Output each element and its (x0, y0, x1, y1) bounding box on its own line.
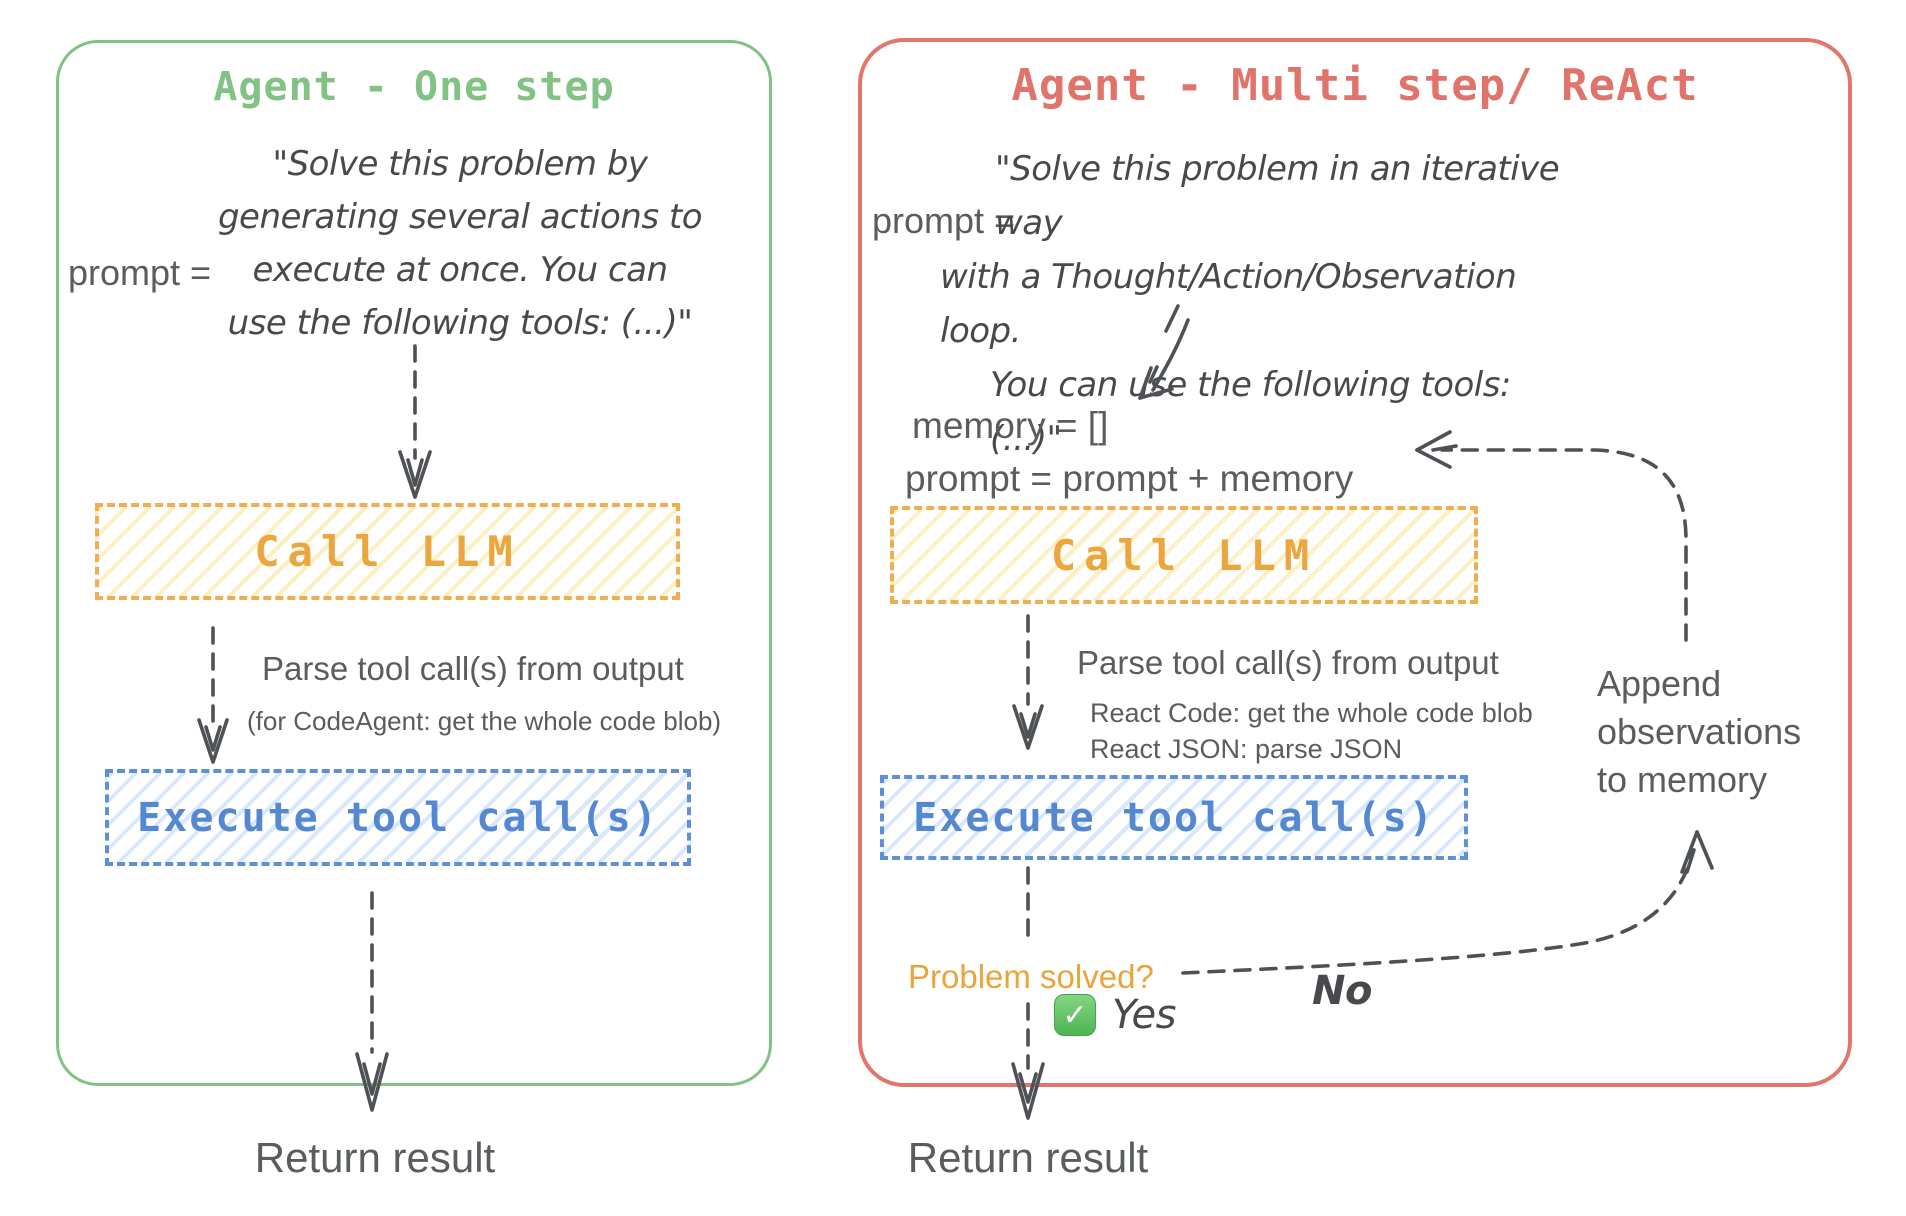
one-step-prompt-text: "Solve this problem by generating severa… (180, 138, 740, 350)
multi-step-call-llm-box: Call LLM (890, 506, 1478, 604)
one-step-prompt-label: prompt = (68, 252, 212, 293)
prompt-line: use the following tools: (...)" (227, 303, 693, 343)
append-line: to memory (1597, 759, 1768, 800)
one-step-parse-title: Parse tool call(s) from output (262, 650, 684, 687)
append-line: observations (1597, 711, 1802, 752)
prompt-update-text: prompt = prompt + memory (905, 458, 1354, 499)
one-step-execute-box: Execute tool call(s) (105, 769, 691, 866)
multi-step-return-label: Return result (907, 1134, 1149, 1181)
multi-step-prompt-label: prompt = (872, 200, 1016, 241)
one-step-call-llm-box: Call LLM (95, 503, 680, 600)
multi-step-title: Agent - Multi step/ ReAct (1011, 60, 1699, 111)
append-observations-text: Append observations to memory (1597, 660, 1801, 804)
yes-branch: ✓ Yes (1054, 992, 1177, 1038)
prompt-line: "Solve this problem by (272, 144, 648, 184)
yes-label: Yes (1112, 992, 1177, 1038)
one-step-return-label: Return result (254, 1134, 496, 1181)
execute-label: Execute tool call(s) (137, 794, 659, 841)
execute-label: Execute tool call(s) (913, 794, 1435, 841)
prompt-line: generating several actions to (217, 197, 703, 237)
multi-step-execute-box: Execute tool call(s) (880, 775, 1468, 860)
one-step-parse-note: (for CodeAgent: get the whole code blob) (247, 706, 722, 736)
prompt-line: You can use the following tools: (...)" (990, 365, 1511, 459)
prompt-line: with a Thought/Action/Observation loop. (940, 257, 1517, 351)
react-json-note: React JSON: parse JSON (1090, 734, 1403, 764)
problem-solved-label: Problem solved? (908, 958, 1154, 995)
multi-step-parse-title: Parse tool call(s) from output (1077, 644, 1499, 681)
prompt-line: execute at once. You can (252, 250, 668, 290)
no-label: No (1312, 968, 1372, 1014)
append-line: Append (1597, 663, 1722, 704)
memory-init-text: memory = [] (912, 405, 1109, 446)
react-code-note: React Code: get the whole code blob (1090, 698, 1533, 728)
multi-step-prompt-text: "Solve this problem in an iterative way … (940, 142, 1560, 466)
call-llm-label: Call LLM (1050, 530, 1318, 580)
check-icon: ✓ (1054, 994, 1096, 1036)
one-step-title: Agent - One step (213, 64, 615, 110)
prompt-line: "Solve this problem in an iterative way (995, 149, 1560, 243)
call-llm-label: Call LLM (254, 527, 521, 576)
